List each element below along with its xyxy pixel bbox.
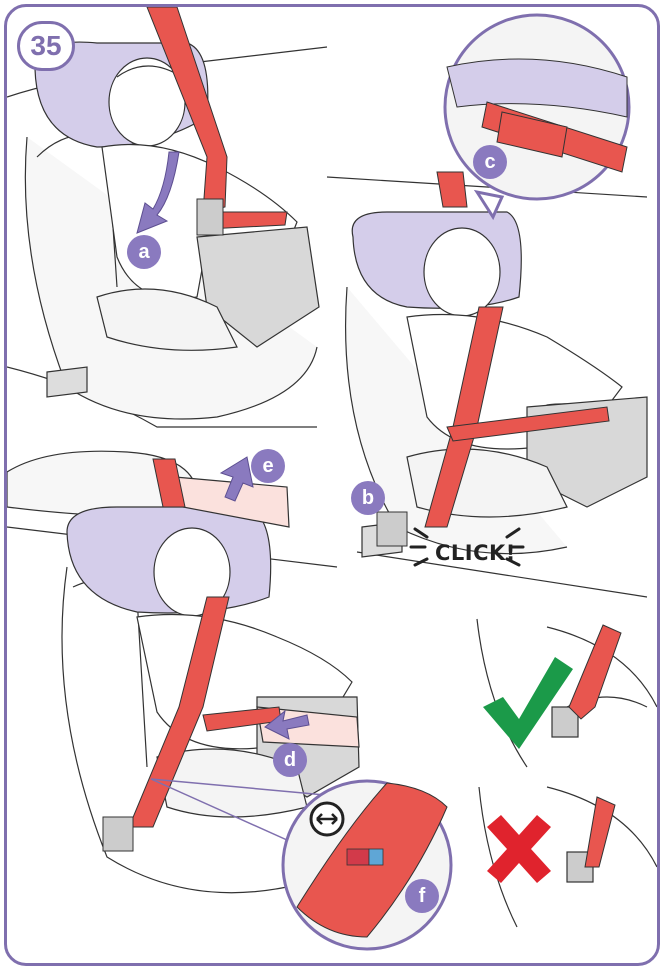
cross-icon [487,815,551,883]
label-a: a [127,235,161,269]
instruction-frame: 35 a c b e d f CLICK! [4,4,660,966]
label-f: f [405,879,439,913]
panel-top-left [7,42,327,427]
panel-top-right [327,177,647,597]
click-sound-text: CLICK! [435,541,516,565]
label-c: c [473,145,507,179]
label-e: e [251,449,285,483]
illustration [7,7,660,966]
label-b: b [351,481,385,515]
label-d: d [273,743,307,777]
magnifier-f [283,781,451,949]
panel-correct [477,619,657,767]
step-number-badge: 35 [17,21,75,71]
